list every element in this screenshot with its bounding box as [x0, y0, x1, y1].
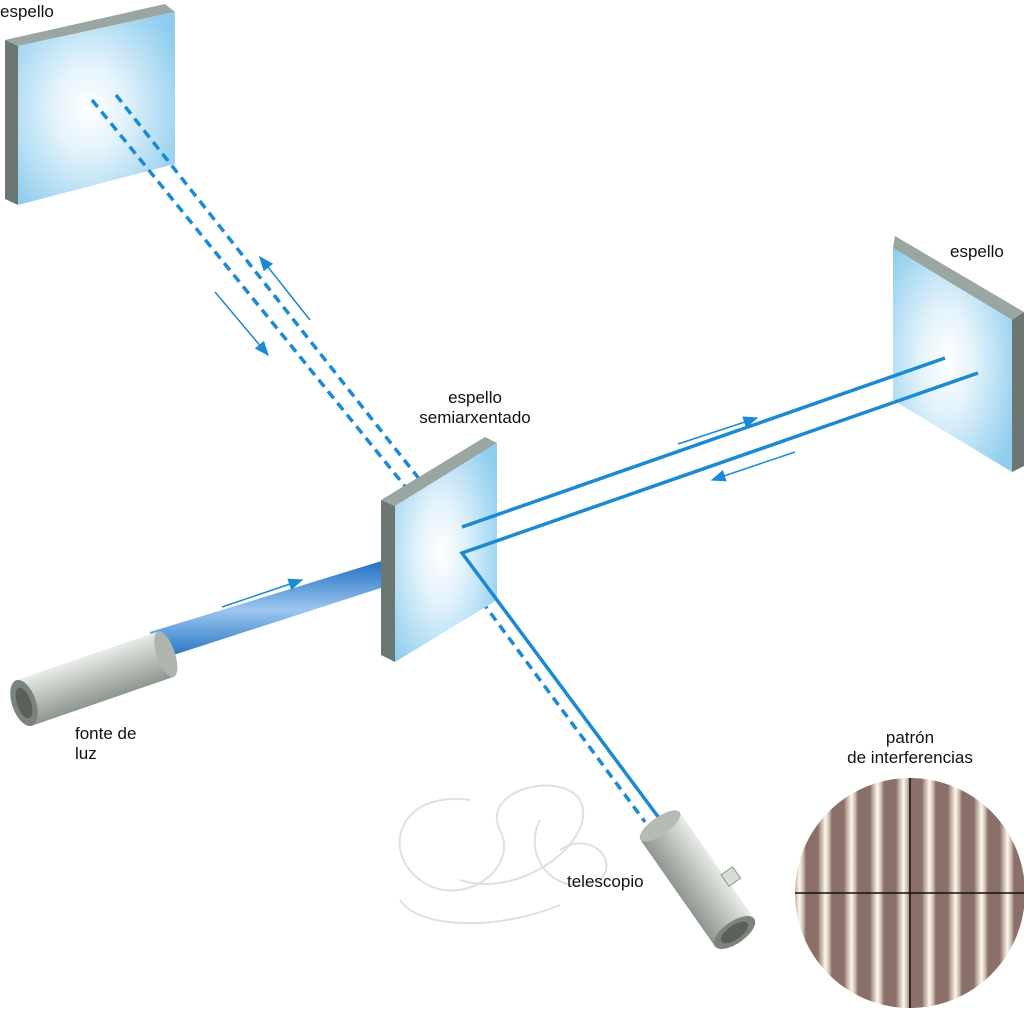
- label-beam-splitter-line2: semiarxentado: [419, 408, 531, 427]
- label-beam-splitter-line1: espello: [448, 388, 502, 407]
- interference-pattern: [795, 778, 1024, 1008]
- beam-splitter: [381, 437, 497, 662]
- light-source-icon: [10, 631, 178, 727]
- watermark-logo: [398, 784, 608, 925]
- label-light-source: fonte de luz: [75, 724, 136, 764]
- direction-arrows: [214, 255, 796, 608]
- label-telescope: telescopio: [567, 872, 644, 891]
- label-pattern: patrón de interferencias: [820, 728, 1000, 768]
- telescope-icon: [639, 810, 756, 949]
- label-light-source-line1: fonte de: [75, 724, 137, 743]
- beam-dashed-top: [90, 93, 647, 824]
- mirror-right: [893, 236, 1024, 472]
- label-light-source-line2: luz: [75, 744, 97, 763]
- label-pattern-line2: de interferencias: [847, 748, 973, 767]
- label-mirror-right: espello: [950, 242, 1004, 261]
- label-mirror-top: espello: [0, 2, 54, 21]
- mirror-top: [5, 4, 175, 205]
- input-beam: [150, 560, 390, 660]
- label-beam-splitter: espello semiarxentado: [400, 388, 550, 428]
- label-pattern-line1: patrón: [885, 728, 935, 747]
- beam-solid: [459, 356, 979, 824]
